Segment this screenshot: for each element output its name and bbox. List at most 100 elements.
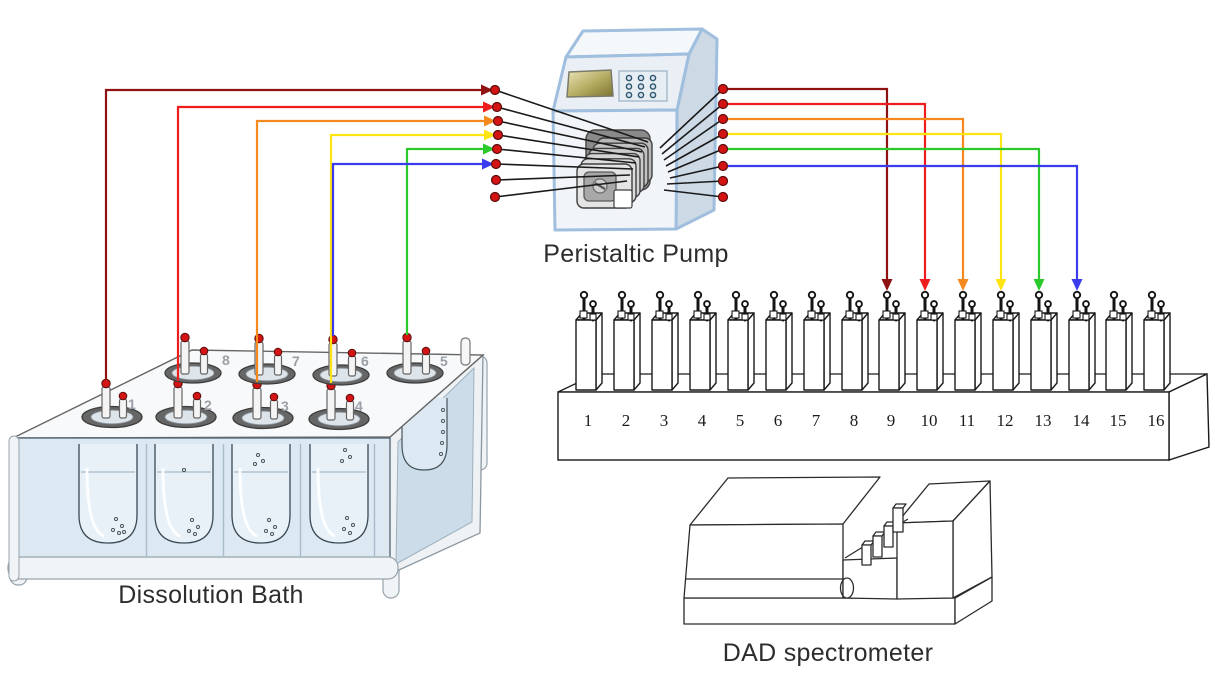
peristaltic-pump: Peristaltic Pump xyxy=(543,27,728,268)
port-link-line xyxy=(497,134,640,158)
bubble xyxy=(196,525,200,529)
spectrometer-right-front xyxy=(896,520,954,600)
sampling-tube xyxy=(180,340,190,375)
flow-cell: 9 xyxy=(878,290,906,430)
cell-front xyxy=(689,319,711,391)
pin-ball xyxy=(579,290,589,300)
port-link-line xyxy=(669,165,724,179)
pin-ball xyxy=(892,300,900,308)
vessel-number: 2 xyxy=(204,397,212,413)
pin-fitting xyxy=(731,310,740,319)
port-link-line xyxy=(659,88,724,149)
pin-fitting xyxy=(779,313,787,321)
port-link-line xyxy=(494,89,649,143)
tube-bath-to-pump xyxy=(331,162,482,336)
cell-side xyxy=(898,312,906,391)
pin-fitting xyxy=(958,310,967,319)
cell-side xyxy=(861,312,869,391)
pin-fitting xyxy=(882,310,891,319)
cell-front xyxy=(727,319,749,391)
cell-front xyxy=(916,319,938,391)
cell-front xyxy=(841,319,863,391)
tube-cap xyxy=(180,332,190,343)
tube-arrow xyxy=(482,158,494,170)
pin-ball xyxy=(930,300,938,308)
sampling-tube xyxy=(269,399,279,420)
cell-number: 13 xyxy=(1035,411,1052,430)
pin-ball xyxy=(855,300,863,308)
port-link-line xyxy=(661,103,724,155)
dad-spectrometer: DAD spectrometer xyxy=(683,476,993,667)
sampling-tube xyxy=(101,386,111,419)
pin-fitting xyxy=(920,310,929,319)
pump-port xyxy=(717,175,729,187)
keypad-dot xyxy=(625,91,633,99)
flow-cell: 10 xyxy=(916,290,944,430)
pin-ball xyxy=(665,300,673,308)
tube-channel-6 xyxy=(331,158,1083,336)
cell-side xyxy=(823,312,831,391)
flow-cell: 1 xyxy=(575,290,603,430)
flow-cell: 6 xyxy=(765,290,793,430)
pump-port xyxy=(717,191,729,203)
port-link-line xyxy=(496,148,637,164)
flow-cell: 13 xyxy=(1030,290,1058,430)
pin-fitting xyxy=(579,310,588,319)
cell-front xyxy=(878,319,900,391)
pin-ball xyxy=(958,290,968,300)
bubble xyxy=(343,448,347,452)
sampling-tube xyxy=(421,353,431,375)
pin-ball xyxy=(1147,290,1157,300)
cell-number: 14 xyxy=(1073,411,1091,430)
bubble xyxy=(441,419,445,423)
tube-arrow xyxy=(1071,279,1083,291)
cell-number: 12 xyxy=(997,411,1014,430)
pin-fitting xyxy=(703,313,711,321)
port-link-line xyxy=(667,148,724,173)
sampling-tube xyxy=(173,386,183,419)
tube-arrow xyxy=(481,84,493,96)
keypad-dot xyxy=(637,91,645,99)
tube-bath-to-pump xyxy=(329,133,484,383)
bubble xyxy=(182,468,186,472)
probe-tube xyxy=(460,337,471,366)
pin-fitting xyxy=(769,310,778,319)
pin-ball xyxy=(1157,300,1165,308)
bubble xyxy=(270,532,274,536)
spectrometer-label: DAD spectrometer xyxy=(723,639,933,667)
bath-vessel-port: 4 xyxy=(308,380,370,431)
glass-vessel xyxy=(154,444,214,544)
port-link-line xyxy=(663,189,724,198)
sampling-tube xyxy=(192,398,202,419)
port-link-line xyxy=(496,106,646,148)
cell-side xyxy=(1050,312,1058,391)
glass-vessel xyxy=(78,444,138,544)
pump-port xyxy=(492,115,504,127)
spectrometer-port-mark xyxy=(839,577,855,599)
pump-port xyxy=(490,174,502,186)
pin-fitting xyxy=(1119,313,1127,321)
pin-fitting xyxy=(1082,313,1090,321)
tube-cap xyxy=(199,346,209,356)
pin-ball xyxy=(779,300,787,308)
cell-side xyxy=(1125,312,1133,391)
port-link-line xyxy=(666,180,724,185)
port-link-line xyxy=(494,180,628,198)
sampling-tube xyxy=(347,355,357,377)
tube-channel-5 xyxy=(405,143,1045,335)
spectrometer-base xyxy=(683,597,956,625)
pin-fitting xyxy=(741,313,749,321)
tube-pump-to-cell xyxy=(723,87,889,279)
cell-number: 1 xyxy=(584,411,593,430)
bubble xyxy=(256,453,260,457)
pump-label: Peristaltic Pump xyxy=(543,240,728,268)
spectrometer-left-front xyxy=(683,523,844,599)
bath-vessel-port: 1 xyxy=(81,378,143,429)
pump-port xyxy=(491,101,503,113)
cell-number: 7 xyxy=(812,411,821,430)
pin-fitting xyxy=(996,310,1005,319)
keypad-dot xyxy=(649,74,657,82)
